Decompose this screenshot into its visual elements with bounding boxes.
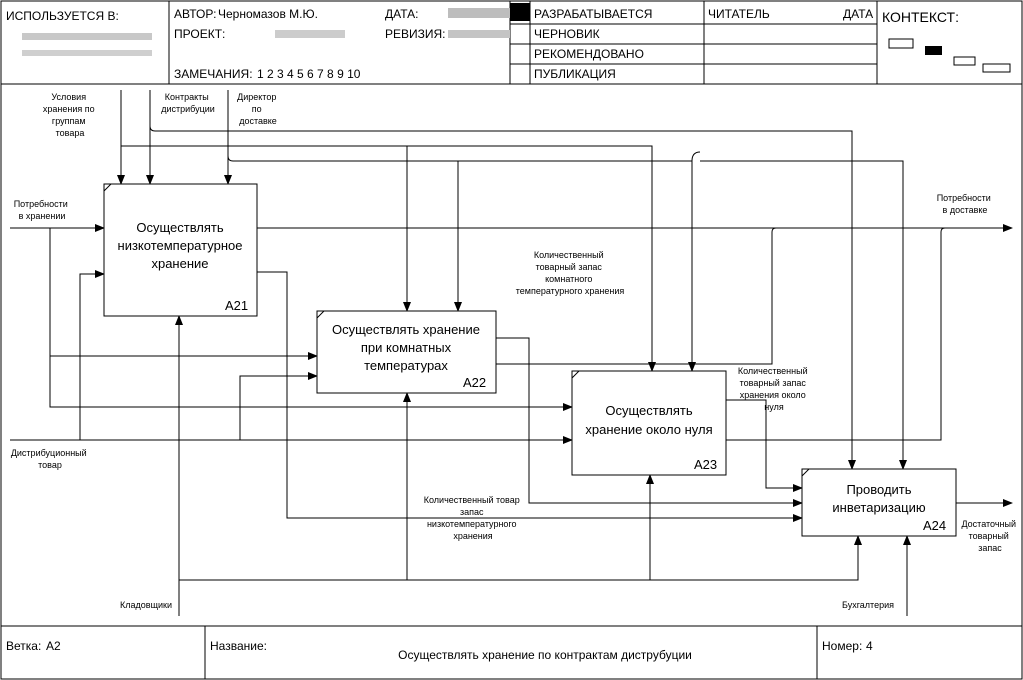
- label-delivery-director: Директор по доставке: [237, 92, 279, 126]
- author-value: Черномазов М.Ю.: [218, 7, 318, 21]
- arrow-contracts-a24: [149, 125, 856, 470]
- used-in-redacted-2: [22, 50, 152, 56]
- a22-line-1: Осуществлять хранение: [332, 322, 480, 337]
- arrow-a23-stock-a24: [726, 399, 803, 492]
- project-redacted: [275, 30, 345, 38]
- a22-line-3: температурах: [364, 358, 448, 373]
- status-publication: ПУБЛИКАЦИЯ: [534, 67, 616, 81]
- a21-number: A21: [225, 298, 248, 313]
- a23-number: A23: [694, 457, 717, 472]
- diagram-title: Осуществлять хранение по контрактам дист…: [398, 648, 692, 662]
- arrow-director-junction: [691, 151, 701, 162]
- revision-redacted: [448, 30, 510, 38]
- label-storage-conditions: Условия хранения по группам товара: [43, 92, 97, 138]
- label-sufficient-stock: Достаточный товарный запас: [961, 519, 1018, 553]
- arrow-a23-delivery-needs: [726, 227, 946, 441]
- label-low-temp-stock: Количественный товар запас низкотемперат…: [424, 495, 523, 541]
- footer: Ветка: A2 Название: Осуществлять хранени…: [1, 625, 1022, 679]
- arrow-distribution-a21: [10, 270, 105, 441]
- a24-number: A24: [923, 518, 946, 533]
- title-label: Название:: [210, 639, 267, 653]
- reader-label: ЧИТАТЕЛЬ: [708, 7, 770, 21]
- number-value: 4: [866, 639, 873, 653]
- status-recommended: РЕКОМЕНДОВАНО: [534, 47, 644, 61]
- reader-date-label: ДАТА: [843, 7, 873, 21]
- activity-a23[interactable]: Осуществлять хранение около нуля A23: [571, 370, 727, 476]
- date-redacted-dark: [510, 3, 530, 21]
- a23-line-1: Осуществлять: [605, 403, 693, 418]
- label-delivery-needs: Потребности в доставке: [937, 193, 994, 215]
- arrow-director-a22: [227, 155, 462, 312]
- header: ИСПОЛЬЗУЕТСЯ В: АВТОР: Черномазов М.Ю. Д…: [1, 1, 1022, 85]
- a22-line-2: при комнатных: [361, 340, 452, 355]
- arrows: [10, 90, 1013, 616]
- status-draft: ЧЕРНОВИК: [534, 27, 600, 41]
- label-accounting: Бухгалтерия: [842, 600, 894, 610]
- label-near-zero-stock: Количественный товарный запас хранения о…: [738, 366, 810, 412]
- author-label: АВТОР:: [174, 7, 216, 21]
- context-box-current: [925, 46, 942, 55]
- arrow-a22-delivery-needs: [496, 227, 777, 365]
- context-label: КОНТЕКСТ:: [882, 9, 959, 25]
- context-box-1: [888, 38, 914, 49]
- label-distribution-goods: Дистрибуционный товар: [11, 448, 89, 470]
- context-box-3: [953, 56, 976, 66]
- date-label: ДАТА:: [385, 7, 418, 21]
- a21-line-1: Осуществлять: [136, 220, 224, 235]
- number-label: Номер:: [822, 639, 862, 653]
- arrow-distribution-a22: [80, 372, 318, 441]
- label-room-temp-stock: Количественный товарный запас комнатного…: [516, 250, 625, 296]
- label-storekeepers: Кладовщики: [120, 600, 172, 610]
- activity-a24[interactable]: Проводить инветаризацию A24: [801, 468, 957, 537]
- a21-line-3: хранение: [151, 256, 208, 271]
- notes-numbers: 1 2 3 4 5 6 7 8 9 10: [257, 67, 361, 81]
- activity-a22[interactable]: Осуществлять хранение при комнатных темп…: [316, 310, 497, 394]
- notes-label: ЗАМЕЧАНИЯ:: [174, 67, 253, 81]
- label-distribution-contracts: Контракты дистрибуции: [161, 92, 215, 114]
- label-storage-needs: Потребности в хранении: [14, 199, 71, 221]
- used-in-redacted: [22, 33, 152, 40]
- arrow-storage-conditions: [120, 90, 656, 372]
- node-value: A2: [46, 639, 61, 653]
- date-redacted: [448, 8, 510, 18]
- activity-a21[interactable]: Осуществлять низкотемпературное хранение…: [103, 183, 258, 317]
- revision-label: РЕВИЗИЯ:: [385, 27, 446, 41]
- node-label: Ветка:: [6, 639, 41, 653]
- arrow-a21-stock-a24: [257, 271, 803, 522]
- status-in-work: РАЗРАБАТЫВАЕТСЯ: [534, 7, 652, 21]
- a21-line-2: низкотемпературное: [118, 238, 243, 253]
- arrow-storekeepers-a24: [650, 535, 862, 581]
- a24-line-1: Проводить: [846, 482, 911, 497]
- arrow-director-a24: [700, 160, 907, 470]
- context-box-4: [982, 63, 1011, 73]
- used-in-label: ИСПОЛЬЗУЕТСЯ В:: [6, 9, 119, 23]
- a22-number: A22: [463, 375, 486, 390]
- a23-line-2: хранение около нуля: [585, 422, 712, 437]
- project-label: ПРОЕКТ:: [174, 27, 225, 41]
- arrow-storage-needs-a23: [49, 356, 573, 411]
- arrow-a22-stock-a24: [496, 337, 803, 507]
- arrow-labels: Условия хранения по группам товара Контр…: [11, 92, 1018, 610]
- arrow-storekeepers-a22: [179, 392, 411, 581]
- a24-line-2: инветаризацию: [832, 500, 925, 515]
